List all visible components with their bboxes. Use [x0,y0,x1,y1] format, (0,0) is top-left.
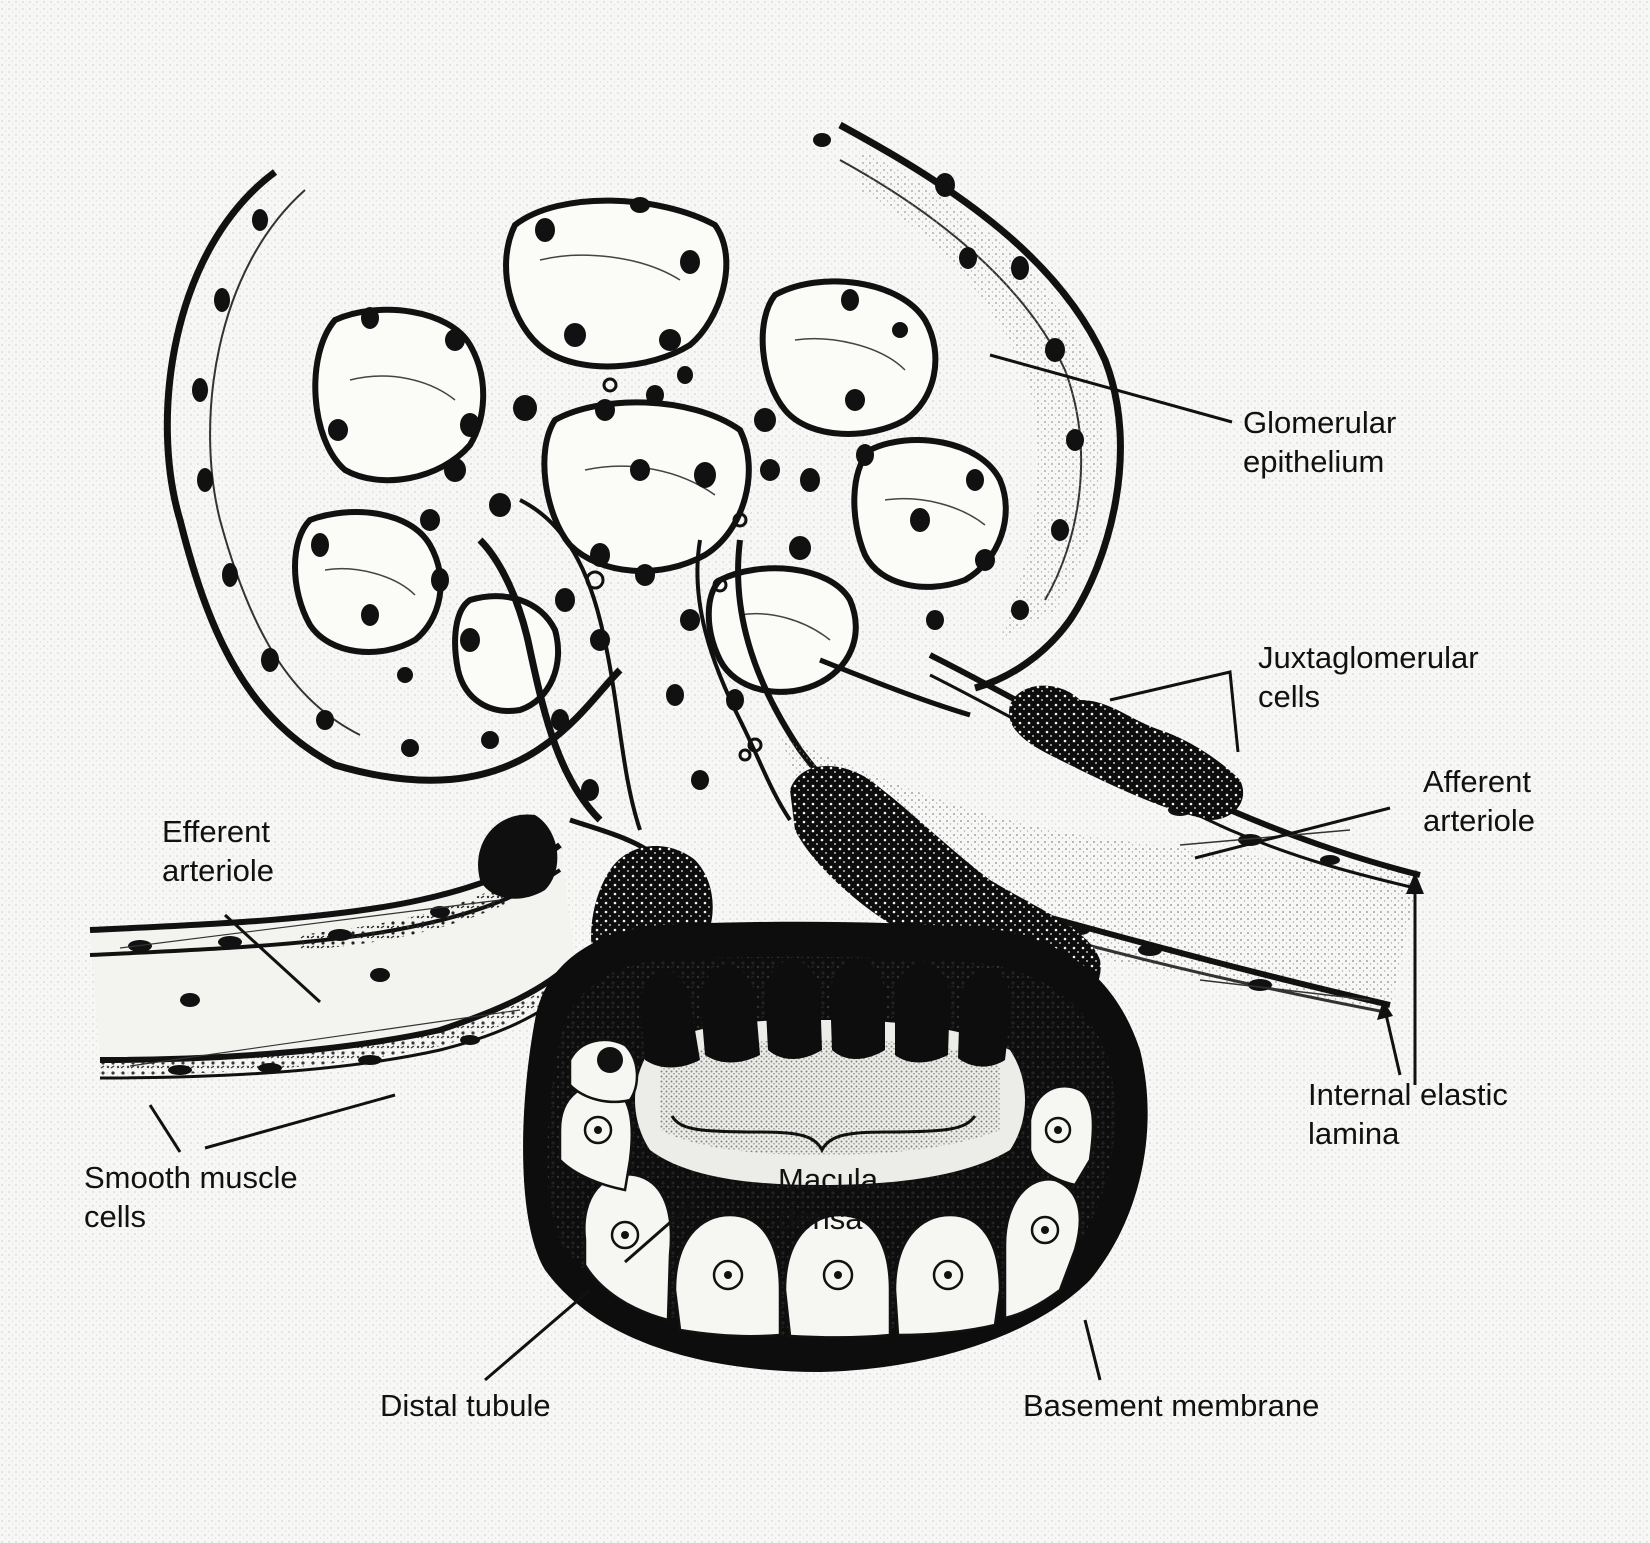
macula-densa-cells [640,960,1012,1068]
leader-efferent-arteriole [223,913,322,1004]
juxtaglomerular-cell-mass [1009,685,1244,820]
glomerular-nuclei [192,133,1084,801]
leader-smooth-muscle-cells [148,1093,396,1153]
label-smooth-muscle-cells: Smooth muscle cells [84,1160,298,1234]
distal-tubule [523,921,1148,1372]
label-juxtaglomerular-cells: Juxtaglomerular cells [1258,640,1479,714]
label-distal-tubule: Distal tubule [380,1388,551,1423]
capsule-space-stipple [860,150,1104,640]
leader-glomerular-epithelium [989,353,1233,424]
arrowhead [1377,1000,1393,1020]
label-glomerular-epithelium: Glomerular epithelium [1243,405,1397,479]
label-efferent-arteriole: Efferent arteriole [162,814,274,888]
macula-densa-brace [670,1115,977,1154]
capillary-loop [759,278,939,437]
capillary-loop [312,306,487,484]
capillary-loop [452,593,562,714]
efferent-arteriole [89,814,578,1080]
label-basement-membrane: Basement membrane [1023,1388,1320,1423]
capillary-loop [705,565,859,695]
label-macula-densa: Macula densa [778,1162,878,1236]
leader-macula-densa [624,1203,691,1264]
leader-internal-elastic-lamina-2 [1383,1009,1402,1076]
leader-afferent-arteriole [1194,806,1391,860]
arrowhead [1406,872,1424,894]
capillary-loops [292,197,1009,714]
tubule-nuclei [583,1115,1072,1291]
leader-distal-tubule [484,1288,591,1382]
afferent-arteriole [780,652,1421,1014]
capillary-loop [541,399,752,574]
leader-basement-membrane [1083,1319,1102,1381]
leader-lines [148,353,1417,1382]
leader-juxtaglomerular-cells [1109,670,1240,753]
label-afferent-arteriole: Afferent arteriole [1423,764,1535,838]
capillary-loop [292,509,444,655]
label-internal-elastic-lamina: Internal elastic lamina [1308,1077,1508,1151]
